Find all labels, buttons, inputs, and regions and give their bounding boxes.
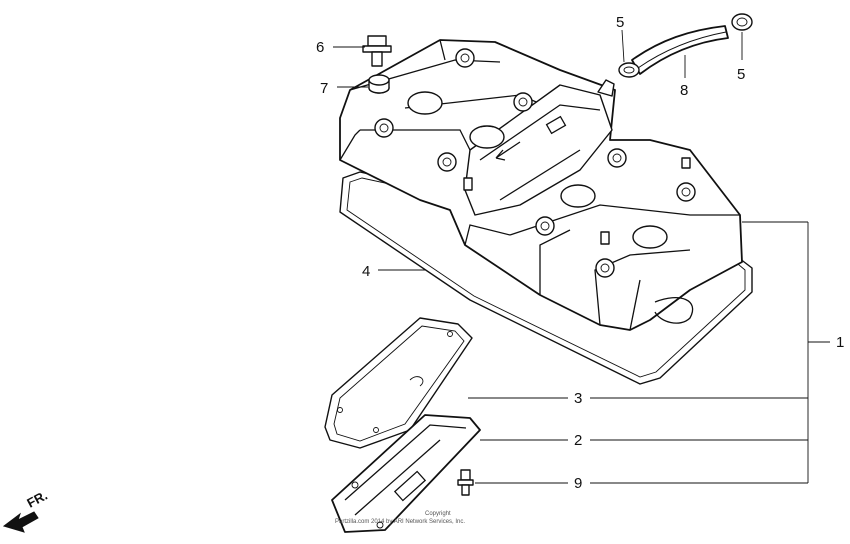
callout-5-left: 5 — [616, 14, 624, 31]
breather-tube-part-8[interactable] — [631, 25, 729, 75]
rubber-washer-part-7[interactable] — [368, 74, 390, 94]
bolt-part-9[interactable] — [457, 469, 474, 496]
callout-1: 1 — [836, 334, 844, 351]
gasket-part-3[interactable] — [324, 317, 473, 449]
bolt-part-6[interactable] — [362, 35, 392, 67]
callout-9: 9 — [574, 475, 582, 492]
plate-part-2[interactable] — [331, 414, 481, 533]
hose-clip-part-5-right[interactable] — [731, 13, 753, 31]
callout-2: 2 — [574, 432, 582, 449]
hose-clip-part-5-left[interactable] — [618, 62, 640, 78]
callout-8: 8 — [680, 82, 688, 99]
copyright-watermark: Copyright Partzilla.com 2014 by ARI Netw… — [335, 511, 465, 525]
leader-lines — [333, 29, 830, 484]
callout-6: 6 — [316, 39, 324, 56]
callout-3: 3 — [574, 390, 582, 407]
copyright-line-1: Copyright — [425, 511, 451, 517]
callout-5-right: 5 — [737, 66, 745, 83]
copyright-line-2: Partzilla.com 2014 by ARI Network Servic… — [335, 519, 465, 525]
direction-arrow-icon — [2, 511, 39, 533]
front-direction-indicator: FR. — [2, 488, 50, 533]
fr-label: FR. — [24, 488, 50, 511]
callout-7: 7 — [320, 80, 328, 97]
callout-4: 4 — [362, 263, 370, 280]
